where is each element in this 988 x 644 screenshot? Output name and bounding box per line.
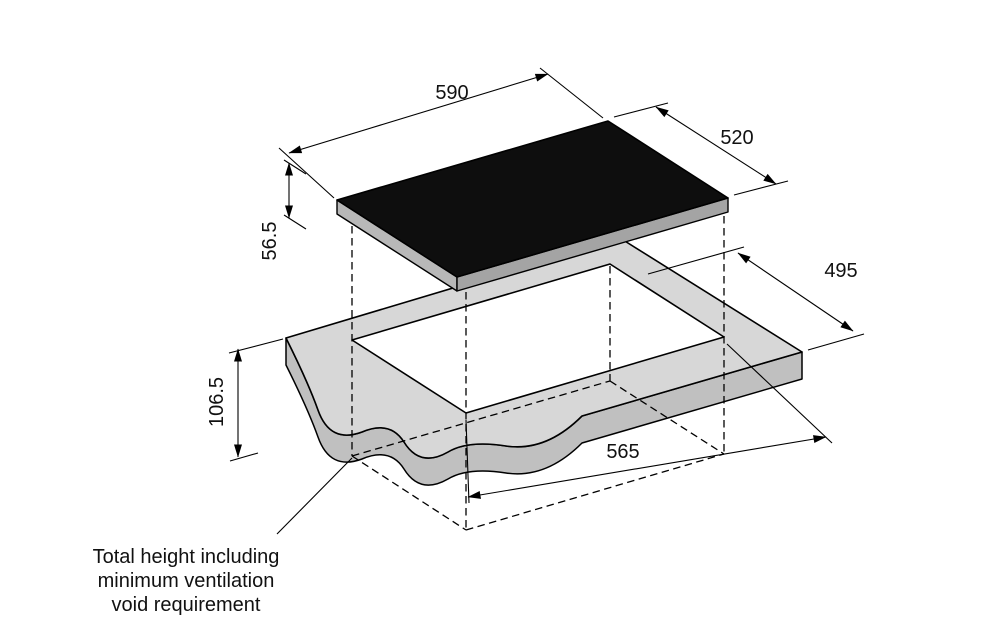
- extension-line-106-top: [228, 338, 284, 354]
- dimension-line-520: [655, 106, 777, 185]
- extension-line-590-left: [278, 147, 335, 199]
- note-text-line-1: Total height including: [93, 546, 280, 568]
- dim-106-group: [228, 338, 284, 462]
- dim-590-group: [278, 67, 604, 199]
- dim-565-group: [465, 343, 833, 504]
- extension-line-495-top: [647, 246, 745, 275]
- dimension-line-495: [737, 252, 854, 332]
- dim-56-group: [283, 159, 307, 230]
- dimensions-group: [228, 67, 865, 535]
- dim-label-520: 520: [720, 127, 753, 149]
- extension-tick-106-bottom: [229, 452, 259, 462]
- dim-label-106: 106.5: [206, 377, 228, 427]
- extension-line-495-bottom: [807, 333, 865, 351]
- extension-tick-56-top: [283, 159, 307, 175]
- note-leader-line: [276, 457, 353, 535]
- extension-line-520-bottom: [733, 180, 789, 196]
- hob-glass-top: [336, 120, 729, 278]
- note-text-block: Total height including minimum ventilati…: [93, 546, 280, 616]
- void-bottom-edge-back-left: [351, 380, 611, 457]
- void-bottom-edge-front-left: [351, 455, 467, 531]
- note-text-line-3: void requirement: [112, 594, 261, 616]
- dim-label-590: 590: [435, 82, 468, 104]
- dimension-line-590: [288, 73, 549, 154]
- hob-group: [336, 120, 729, 292]
- dim-label-56: 56.5: [259, 222, 281, 261]
- extension-tick-56-bottom: [283, 214, 307, 230]
- extension-line-520-top: [613, 102, 669, 118]
- note-text-line-2: minimum ventilation: [98, 570, 275, 592]
- dim-label-495: 495: [824, 260, 857, 282]
- dim-label-565: 565: [606, 441, 639, 463]
- dim-495-group: [647, 246, 865, 351]
- dim-520-group: [613, 102, 789, 196]
- dimension-line-565: [467, 435, 827, 499]
- extension-line-565-right: [726, 343, 833, 444]
- extension-line-590-right: [539, 67, 604, 119]
